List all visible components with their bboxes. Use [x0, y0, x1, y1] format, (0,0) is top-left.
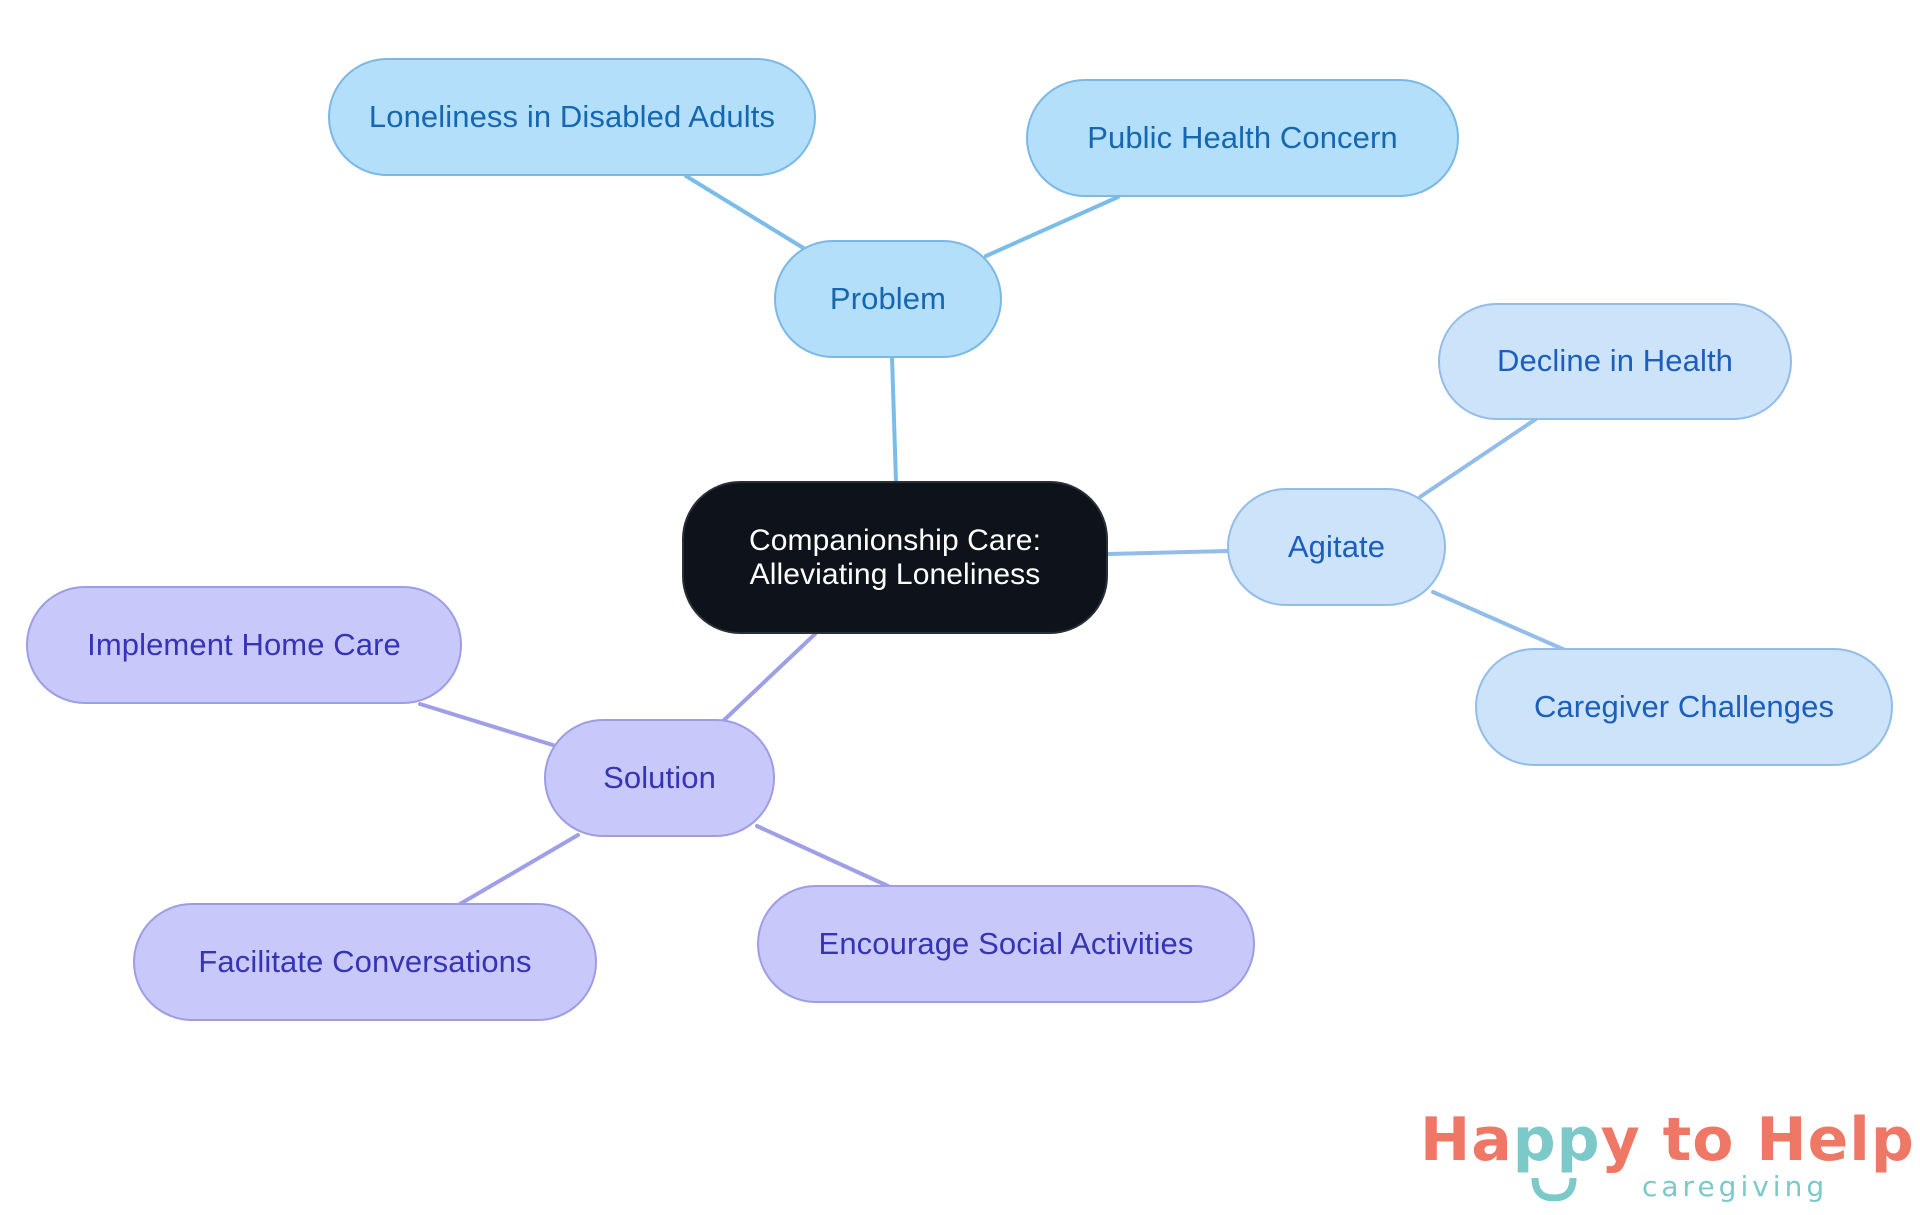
node-label: Caregiver Challenges	[1533, 688, 1835, 724]
node-encourage-social-activities[interactable]: Encourage Social Activities	[757, 885, 1255, 1003]
node-problem[interactable]: Problem	[774, 240, 1002, 358]
logo-text-y-to-help: y to Help	[1600, 1105, 1915, 1175]
node-label: Solution	[603, 759, 716, 795]
node-label: Agitate	[1287, 528, 1386, 564]
node-label: Encourage Social Activities	[818, 925, 1194, 961]
node-label: Loneliness in Disabled Adults	[368, 98, 776, 134]
edge-problem-loneliness	[684, 174, 807, 251]
logo-subtitle: caregiving	[1642, 1170, 1829, 1203]
logo-text-pp: pp	[1512, 1105, 1601, 1175]
logo-wordmark: Happy to Help	[1420, 1108, 1915, 1172]
happy-to-help-logo: Happy to Help caregiving	[1420, 1100, 1914, 1210]
edge-central-solution	[720, 632, 817, 724]
smile-icon	[1531, 1177, 1577, 1201]
edge-central-problem	[890, 355, 898, 484]
node-loneliness-in-disabled-adults[interactable]: Loneliness in Disabled Adults	[328, 58, 816, 176]
node-decline-in-health[interactable]: Decline in Health	[1438, 303, 1792, 420]
central-title-line2: Alleviating Loneliness	[749, 557, 1041, 591]
edge-solution-facilitate	[458, 833, 580, 906]
logo-text-ha: Ha	[1420, 1105, 1513, 1175]
node-label: Problem	[829, 280, 947, 316]
edge-problem-public-health	[984, 195, 1120, 258]
node-agitate[interactable]: Agitate	[1227, 488, 1446, 606]
edge-agitate-decline	[1418, 417, 1538, 499]
node-label: Implement Home Care	[87, 626, 401, 662]
edge-solution-implement	[418, 702, 558, 748]
node-label: Facilitate Conversations	[198, 943, 532, 979]
node-public-health-concern[interactable]: Public Health Concern	[1026, 79, 1459, 197]
node-solution[interactable]: Solution	[544, 719, 775, 837]
central-node[interactable]: Companionship Care: Alleviating Loneline…	[682, 481, 1108, 634]
edge-agitate-caregiver	[1431, 590, 1567, 652]
edge-central-agitate	[1106, 549, 1230, 556]
central-title-line1: Companionship Care:	[748, 523, 1042, 557]
node-implement-home-care[interactable]: Implement Home Care	[26, 586, 462, 704]
node-label: Public Health Concern	[1087, 119, 1398, 155]
edge-solution-encourage	[755, 824, 890, 888]
node-facilitate-conversations[interactable]: Facilitate Conversations	[133, 903, 597, 1021]
node-label: Decline in Health	[1496, 343, 1734, 379]
node-caregiver-challenges[interactable]: Caregiver Challenges	[1475, 648, 1893, 766]
